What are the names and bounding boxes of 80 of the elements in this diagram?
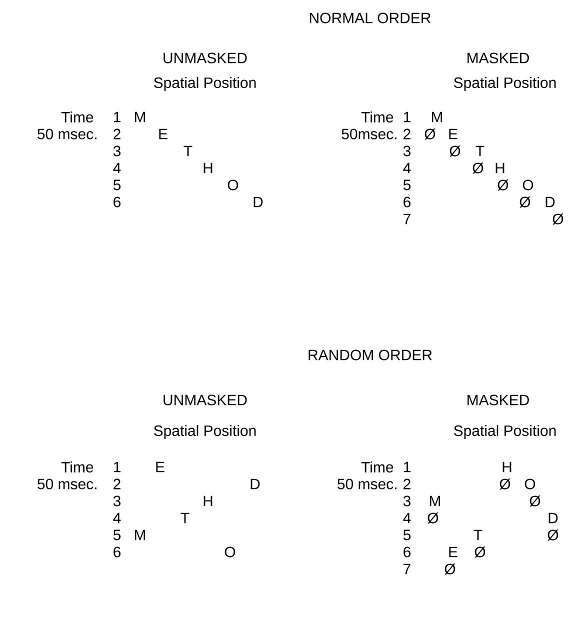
column-heading: UNMASKED: [164, 52, 247, 64]
letter: D: [548, 512, 558, 524]
section-heading: NORMAL ORDER: [310, 12, 431, 24]
mask-symbol: Ø: [530, 495, 540, 507]
column-heading: UNMASKED: [164, 394, 247, 406]
row-number: 3: [403, 146, 411, 156]
mask-symbol: Ø: [474, 546, 486, 558]
row-number: 1: [114, 462, 120, 472]
row-number: 1: [404, 112, 410, 122]
letter: E: [449, 128, 458, 140]
row-number: 5: [113, 180, 121, 190]
axis-label: Spatial Position: [454, 425, 556, 439]
axis-label: Spatial Position: [154, 77, 256, 91]
axis-label: 50 msec.: [38, 478, 96, 490]
letter: D: [546, 196, 555, 208]
row-number: 5: [403, 530, 411, 540]
row-number: 1: [114, 112, 120, 122]
letter: M: [430, 496, 440, 506]
letter: T: [476, 146, 484, 156]
letter: O: [224, 546, 236, 558]
row-number: 3: [113, 146, 121, 156]
column-heading: MASKED: [468, 394, 529, 406]
row-number: 2: [114, 478, 120, 490]
letter: O: [524, 478, 536, 490]
letter: D: [250, 478, 260, 490]
axis-label: Spatial Position: [454, 77, 556, 91]
axis-label: 50 msec.: [338, 478, 396, 490]
letter: T: [184, 146, 192, 156]
row-number: 3: [113, 496, 121, 506]
letter: O: [522, 180, 534, 190]
axis-label: Time: [361, 462, 394, 472]
letter: E: [159, 128, 168, 140]
axis-label: Time: [61, 112, 94, 122]
row-number: 5: [403, 180, 411, 190]
row-number: 6: [404, 546, 411, 558]
letter: M: [134, 112, 146, 122]
row-number: 4: [403, 162, 411, 174]
mask-symbol: Ø: [548, 529, 558, 541]
letter: T: [180, 512, 190, 524]
row-number: 6: [404, 196, 411, 208]
row-number: 4: [403, 512, 411, 524]
row-number: 4: [113, 162, 121, 174]
row-number: 7: [404, 214, 410, 224]
mask-symbol: Ø: [450, 145, 460, 157]
mask-symbol: Ø: [444, 563, 456, 575]
mask-symbol: Ø: [472, 162, 484, 174]
letter: O: [228, 180, 238, 190]
row-number: 5: [113, 530, 121, 540]
column-heading: MASKED: [468, 52, 529, 64]
letter: H: [502, 462, 512, 472]
mask-symbol: Ø: [428, 512, 438, 524]
letter: T: [474, 530, 482, 540]
row-number: 1: [404, 462, 410, 472]
row-number: 6: [114, 196, 121, 208]
mask-symbol: Ø: [424, 128, 436, 140]
axis-label: Spatial Position: [154, 425, 256, 439]
mask-symbol: Ø: [498, 179, 508, 191]
mask-symbol: Ø: [520, 196, 530, 208]
row-number: 2: [404, 128, 410, 140]
row-number: 2: [404, 478, 410, 490]
mask-symbol: Ø: [552, 213, 564, 225]
section-heading: RANDOM ORDER: [308, 350, 432, 360]
row-number: 6: [114, 546, 121, 558]
letter: H: [204, 496, 212, 506]
row-number: 4: [113, 512, 121, 524]
axis-label: 50msec.: [342, 128, 396, 140]
letter: M: [134, 530, 146, 540]
row-number: 3: [403, 496, 411, 506]
letter: H: [204, 162, 212, 174]
axis-label: Time: [61, 462, 94, 472]
letter: D: [254, 196, 263, 208]
row-number: 7: [404, 564, 410, 574]
letter: E: [449, 546, 458, 558]
mask-symbol: Ø: [500, 478, 510, 490]
letter: H: [496, 162, 504, 174]
letter: E: [156, 462, 164, 472]
row-number: 2: [114, 128, 120, 140]
letter: M: [432, 112, 442, 122]
axis-label: Time: [361, 112, 394, 122]
axis-label: 50 msec.: [38, 128, 96, 140]
